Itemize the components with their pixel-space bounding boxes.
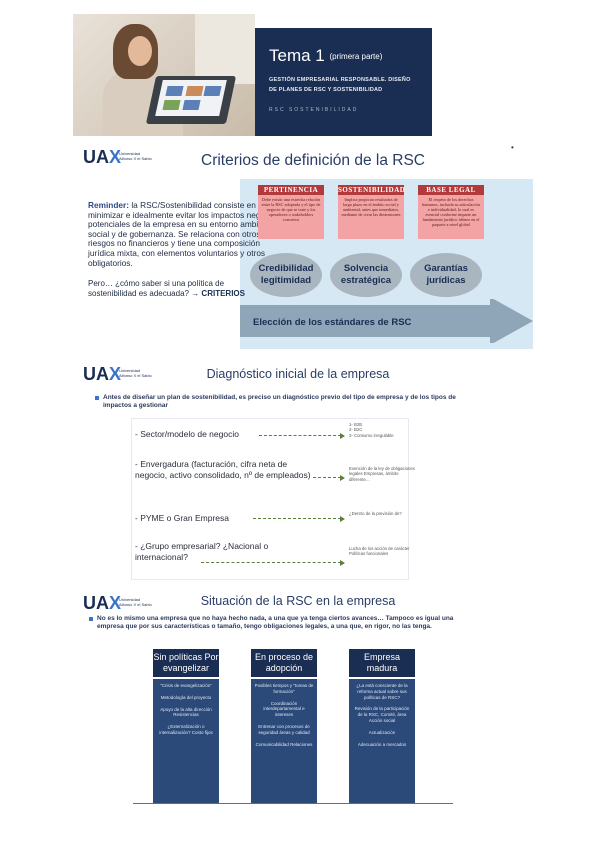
diagnosis-item-grupo: - ¿Grupo empresarial? ¿Nacional o intern… (135, 541, 269, 562)
column-heading-sin-politicas: Sin políticas Por evangelizar (153, 649, 219, 677)
column-body-empresa-madura: ¿La está consciente de la reforma actual… (349, 679, 415, 803)
uax-logo: UAX (83, 593, 122, 613)
divider (133, 803, 453, 804)
diagnosis-panel (131, 418, 409, 580)
situation-intro: No es lo mismo una empresa que no haya h… (97, 615, 454, 630)
diagnosis-note-sector: 1- B2B 2- B2C 3- Consumo irregulable (349, 422, 394, 438)
diagnosis-note-envergadura: Exención de la ley de obligaciones legal… (349, 466, 415, 482)
cover-subtitle: GESTIÓN EMPRESARIAL RESPONSABLE. DISEÑO … (269, 77, 411, 93)
arrow-icon (340, 560, 345, 566)
circle-garantias: Garantías jurídicas (410, 253, 482, 297)
slide-title: Situación de la RSC en la empresa (200, 594, 396, 608)
laptop-screen (155, 80, 227, 116)
arrow-icon (340, 433, 345, 439)
criteria-question: Pero… ¿cómo saber si una política de sos… (88, 279, 245, 298)
circle-solvencia: Solvencia estratégica (330, 253, 402, 297)
standards-arrow (240, 299, 533, 343)
criterion-pertinencia: PERTINENCIA Debe existir una estrecha re… (258, 185, 324, 239)
diagnosis-item-sector: - Sector/modelo de negocio (135, 429, 239, 439)
column-body-en-proceso: Posibles tiempos y "tomas de formación" … (251, 679, 317, 803)
cover-slide: Tema 1 (primera parte) GESTIÓN EMPRESARI… (73, 14, 432, 136)
reminder-text: Reminder: la RSC/Sostenibilidad consiste… (88, 200, 283, 268)
circle-credibilidad: Credibilidad legitimidad (250, 253, 322, 297)
diagnosis-intro: Antes de diseñar un plan de sostenibilid… (103, 394, 456, 409)
column-heading-en-proceso: En proceso de adopción (251, 649, 317, 677)
uax-logo: UAX (83, 147, 122, 167)
criterion-sostenibilidad: SOSTENIBILIDAD Implica propiciar resulta… (338, 185, 405, 239)
slide-title: Diagnóstico inicial de la empresa (206, 367, 390, 381)
uax-logo: UAX (83, 364, 122, 384)
column-body-sin-politicas: "Crisis de evangelización" Metodología d… (153, 679, 219, 803)
column-heading-empresa-madura: Empresa madura (349, 649, 415, 677)
criterion-base-legal: BASE LEGAL El respeto de los derechos hu… (418, 185, 484, 239)
arrow-icon (340, 516, 345, 522)
cover-title: Tema 1 (primera parte) (269, 46, 383, 65)
diagnosis-item-envergadura: - Envergadura (facturación, cifra neta d… (135, 459, 311, 480)
arrow-label: Elección de los estándares de RSC (253, 317, 412, 328)
arrow-icon (340, 475, 345, 481)
diagnosis-note-pyme: ¿Dentro de la previsión de? (349, 511, 402, 516)
cover-title-box: Tema 1 (primera parte) GESTIÓN EMPRESARI… (255, 28, 432, 136)
slide-title: Criterios de definición de la RSC (201, 152, 425, 169)
cover-photo (73, 14, 255, 136)
diagnosis-note-grupo: Lucha de los acción de carácter Política… (349, 546, 410, 557)
cover-footer: RSC SOSTENIBILIDAD (269, 107, 359, 113)
diagnosis-item-pyme: - PYME o Gran Empresa (135, 513, 230, 523)
